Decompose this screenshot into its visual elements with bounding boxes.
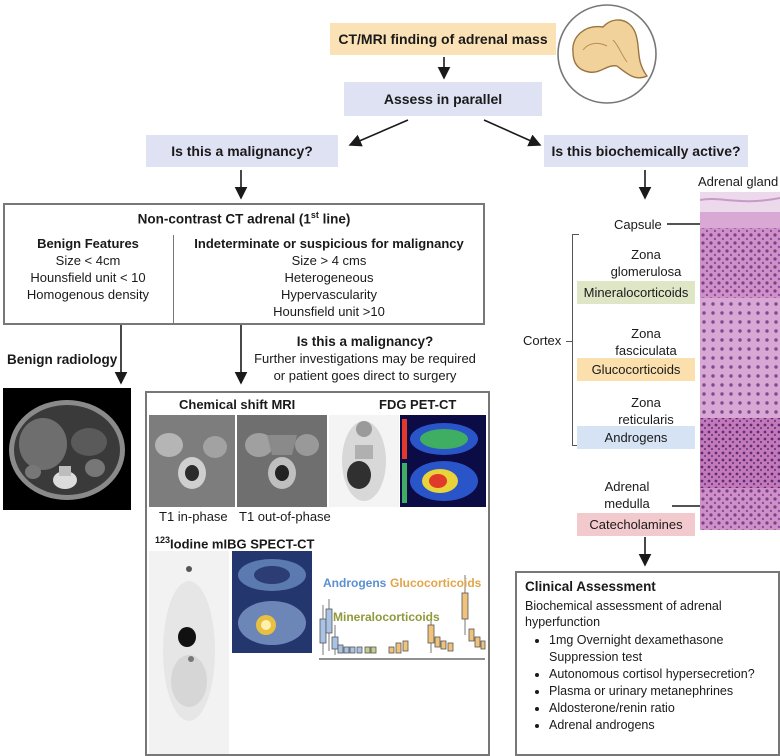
- cortex-tick: [566, 341, 573, 342]
- indeterminate-item: Hounsfield unit >10: [273, 304, 385, 319]
- zona-fasciculata-label: Zona fasciculata: [586, 325, 706, 359]
- arrow-parallel-to-malignancy: [348, 119, 409, 147]
- boxplot-label-glucocorticoids: Glucocorticoids: [390, 576, 482, 590]
- hormone-boxplot: [319, 575, 486, 660]
- clinical-item: Adrenal androgens: [549, 717, 770, 734]
- catecholamines-badge: Catecholamines: [577, 513, 695, 536]
- ct-title-main: Non-contrast CT adrenal (1: [137, 211, 311, 227]
- zona-glomerulosa-label: Zona glomerulosa: [586, 246, 706, 280]
- indeterminate-item: Heterogeneous: [284, 270, 374, 285]
- malignancy-followup-line: Further investigations may be required: [254, 351, 476, 366]
- cortex-label: Cortex: [523, 333, 562, 348]
- cortex-bracket: [572, 234, 579, 446]
- clinical-intro-1: Biochemical assessment of adrenal: [525, 599, 722, 613]
- indeterminate-item: Hypervascularity: [280, 287, 378, 302]
- malignancy-question-box: Is this a malignancy?: [146, 135, 338, 167]
- adrenal-gland-icon: [557, 4, 657, 104]
- zf-line1: Zona: [631, 326, 661, 341]
- benign-item: Hounsfield unit < 10: [30, 270, 146, 285]
- boxplot-label-androgens: Androgens: [323, 576, 387, 590]
- clinical-item: Autonomous cortisol hypersecretion?: [549, 666, 770, 683]
- pet-mip-image: [329, 415, 399, 507]
- biochem-question-text: Is this biochemically active?: [551, 143, 741, 159]
- indeterminate-item: Size > 4 cms: [291, 253, 367, 268]
- med-line2: medulla: [604, 496, 650, 511]
- malignancy-question-text: Is this a malignancy?: [171, 143, 313, 159]
- mibg-spect-ct-image: [232, 551, 312, 653]
- spect-title-text: Iodine mIBG SPECT-CT: [170, 536, 315, 552]
- clinical-item: Plasma or urinary metanephrines: [549, 683, 770, 700]
- boxplot-label-mineralocorticoids: Mineralocorticoids: [333, 610, 440, 624]
- malignancy-followup: Is this a malignancy? Further investigat…: [250, 333, 480, 384]
- mri-in-phase-image: [149, 415, 235, 507]
- zr-line2: reticularis: [618, 412, 674, 427]
- benign-ct-scan-image: [3, 388, 131, 510]
- zf-line2: fasciculata: [615, 343, 677, 358]
- start-box: CT/MRI finding of adrenal mass: [330, 23, 556, 55]
- zona-reticularis-label: Zona reticularis: [586, 394, 706, 428]
- clinical-title: Clinical Assessment: [525, 579, 656, 594]
- clinical-intro-2: hyperfunction: [525, 615, 601, 629]
- assess-parallel-text: Assess in parallel: [383, 91, 503, 107]
- clinical-item-text: 1mg Overnight dexamethasone: [549, 633, 724, 647]
- benign-features-title: Benign Features: [37, 236, 139, 251]
- benign-radiology-label: Benign radiology: [7, 352, 118, 367]
- spect-title: 123Iodine mIBG SPECT-CT: [155, 532, 315, 552]
- malignancy-followup-line: or patient goes direct to surgery: [273, 368, 457, 383]
- glucocorticoids-badge: Glucocorticoids: [577, 358, 695, 381]
- ct-adrenal-box: Non-contrast CT adrenal (1st line) Benig…: [3, 203, 485, 325]
- clinical-item-text: Aldosterone/renin ratio: [549, 701, 675, 715]
- clinical-assessment-box: Clinical Assessment Biochemical assessme…: [515, 571, 780, 756]
- indeterminate-features: Indeterminate or suspicious for malignan…: [175, 235, 483, 320]
- assess-parallel-box: Assess in parallel: [344, 82, 542, 116]
- clinical-item-text: Autonomous cortisol hypersecretion?: [549, 667, 755, 681]
- biochem-question-box: Is this biochemically active?: [544, 135, 748, 167]
- zg-line2: glomerulosa: [610, 264, 682, 279]
- adrenal-gland-title: Adrenal gland: [698, 174, 779, 189]
- benign-features: Benign Features Size < 4cm Hounsfield un…: [5, 235, 171, 303]
- capsule-label: Capsule: [614, 217, 662, 232]
- adrenal-medulla-label: Adrenal medulla: [582, 478, 672, 512]
- clinical-item-text: Suppression test: [549, 650, 643, 664]
- start-text: CT/MRI finding of adrenal mass: [338, 31, 548, 47]
- zr-line1: Zona: [631, 395, 661, 410]
- ct-title-end: line): [318, 211, 351, 227]
- benign-item: Size < 4cm: [55, 253, 121, 268]
- ct-title-sup: st: [310, 210, 319, 220]
- adrenal-histology-image: [700, 192, 780, 530]
- zg-line1: Zona: [631, 247, 661, 262]
- mri-out-of-phase-image: [237, 415, 327, 507]
- med-line1: Adrenal: [604, 479, 650, 494]
- ct-divider: [173, 235, 174, 323]
- clinical-item-text: Adrenal androgens: [549, 718, 655, 732]
- clinical-item-text: Plasma or urinary metanephrines: [549, 684, 734, 698]
- ct-title: Non-contrast CT adrenal (1st line): [5, 210, 483, 227]
- spect-title-sup: 123: [155, 535, 171, 545]
- fdg-title: FDG PET-CT: [379, 397, 457, 412]
- malignancy-followup-title: Is this a malignancy?: [296, 334, 434, 349]
- chem-shift-title: Chemical shift MRI: [179, 397, 296, 412]
- mibg-whole-body-image: [149, 551, 229, 754]
- pet-ct-fusion-image: [400, 415, 486, 507]
- androgens-badge: Androgens: [577, 426, 695, 449]
- mineralocorticoids-badge: Mineralocorticoids: [577, 281, 695, 304]
- imaging-panel: Chemical shift MRI FDG PET-CT T1 in-phas…: [145, 391, 490, 756]
- arrow-parallel-to-biochem: [483, 119, 542, 147]
- indeterminate-title: Indeterminate or suspicious for malignan…: [194, 236, 464, 251]
- benign-item: Homogenous density: [26, 287, 150, 302]
- t1-out-of-phase-label: T1 out-of-phase: [239, 509, 331, 524]
- clinical-item: Aldosterone/renin ratio: [549, 700, 770, 717]
- t1-in-phase-label: T1 in-phase: [159, 509, 228, 524]
